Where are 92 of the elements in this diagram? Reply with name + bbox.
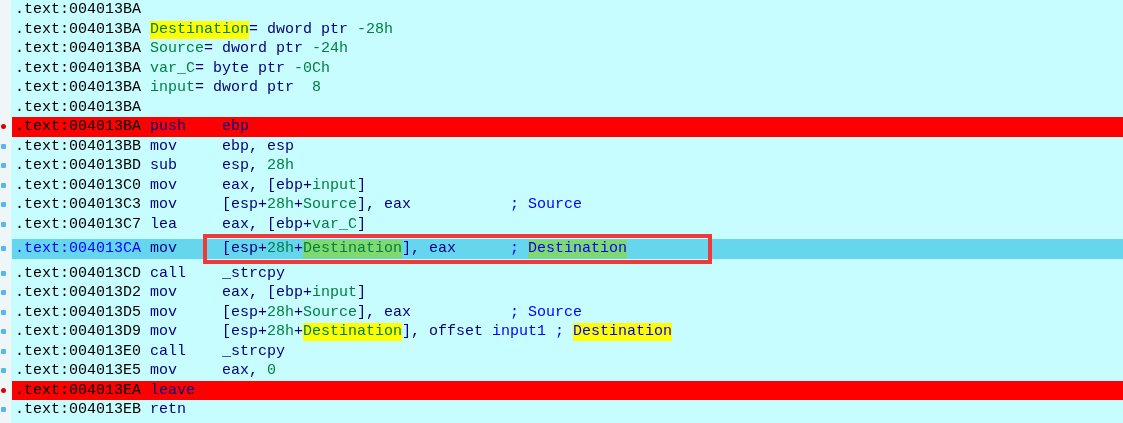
code-text: lea (150, 215, 177, 234)
line-address: .text:004013E0 (15, 342, 142, 361)
symbol-name: Source (303, 303, 357, 322)
highlighted-symbol: Destination (303, 323, 403, 341)
line-address: .text:004013C7 (15, 215, 142, 234)
code-text: ] (357, 176, 366, 195)
code-text: = byte ptr (195, 59, 285, 78)
line-address: .text:004013BA (15, 98, 142, 117)
code-text: ], eax (357, 303, 411, 322)
code-text: + (294, 196, 303, 214)
comment-text: ; Source (510, 303, 582, 322)
code-text: sub (150, 157, 177, 175)
line-address: .text:004013BB (15, 137, 142, 156)
code-text: + (294, 303, 303, 322)
symbol-name: 28h (267, 196, 294, 214)
line-address: .text:004013D2 (15, 284, 142, 302)
code-text: _strcpy (222, 342, 285, 361)
symbol-name: -28h (357, 20, 393, 39)
line-address: .text:004013BD (15, 157, 142, 175)
code-text: _strcpy (222, 264, 285, 283)
symbol-name: 28h (267, 323, 294, 341)
code-text: = dword ptr (195, 79, 295, 97)
comment-text: ; (510, 240, 519, 258)
line-address: .text:004013C0 (15, 176, 142, 195)
code-text: push (150, 118, 186, 136)
highlight-frame (203, 234, 712, 264)
code-text: + (294, 240, 303, 258)
code-text: = dword ptr (204, 40, 304, 58)
symbol-name: var_C (312, 215, 357, 234)
line-address: .text:004013CA (15, 240, 142, 258)
line-address: .text:004013BA (15, 40, 142, 58)
comment-text: ; Source (510, 196, 582, 214)
code-text: mov (150, 303, 177, 322)
code-text: + (294, 323, 303, 341)
symbol-name: input (312, 176, 357, 195)
symbol-name: 0 (267, 362, 276, 380)
code-text: = dword ptr (249, 20, 349, 39)
code-text: mov (150, 362, 177, 380)
code-text: mov (150, 323, 177, 341)
code-text: [esp+ (222, 196, 267, 214)
code-text: eax, [ebp+ (222, 284, 312, 302)
symbol-name: input (312, 284, 357, 302)
symbol-name: Source (150, 40, 204, 58)
line-address: .text:004013D5 (15, 303, 142, 322)
code-text: mov (150, 284, 177, 302)
highlighted-symbol: Destination (303, 240, 403, 258)
code-text: ] (357, 215, 366, 234)
code-text: mov (150, 176, 177, 195)
code-text: esp, (222, 157, 258, 175)
code-text: ] (357, 284, 366, 302)
line-address: .text:004013BA (15, 118, 142, 136)
line-address: .text:004013D9 (15, 323, 142, 341)
code-text: ], offset (402, 323, 483, 341)
line-address: .text:004013C3 (15, 196, 142, 214)
line-address: .text:004013CD (15, 264, 142, 283)
line-address: .text:004013BA (15, 1, 142, 19)
comment-text: ; (555, 323, 564, 341)
code-text: eax, [ebp+ (222, 176, 312, 195)
symbol-name: Source (303, 196, 357, 214)
code-text: [esp+ (222, 323, 267, 341)
line-address: .text:004013EB (15, 401, 142, 419)
line-address: .text:004013BA (15, 59, 142, 78)
symbol-name: 28h (267, 303, 294, 322)
code-text: [esp+ (222, 303, 267, 322)
line-address: .text:004013BA (15, 20, 142, 39)
symbol-name: -24h (312, 40, 348, 58)
code-text: ebp, esp (222, 137, 294, 156)
comment-text: input1 (492, 323, 546, 341)
code-text: retn (150, 401, 186, 419)
symbol-name: 8 (312, 79, 321, 97)
highlighted-comment: Destination (528, 240, 628, 258)
code-text: eax, (222, 362, 258, 380)
code-text: call (150, 264, 186, 283)
line-address: .text:004013BA (15, 79, 142, 97)
code-text: ], eax (402, 240, 456, 258)
code-text: mov (150, 196, 177, 214)
code-text: ], eax (357, 196, 411, 214)
code-text: mov (150, 137, 177, 156)
symbol-name: var_C (150, 59, 195, 78)
code-text: leave (150, 381, 195, 400)
symbol-name: 28h (267, 157, 294, 175)
code-text: call (150, 342, 186, 361)
symbol-name: -0Ch (294, 59, 330, 78)
symbol-name: input (150, 79, 195, 97)
code-text: eax, [ebp+ (222, 215, 312, 234)
line-address: .text:004013E5 (15, 362, 142, 380)
symbol-name: 28h (267, 240, 294, 258)
code-text: [esp+ (222, 240, 267, 258)
code-text: mov (150, 240, 177, 258)
code-text: ebp (222, 118, 249, 136)
line-address: .text:004013EA (15, 381, 142, 400)
highlighted-comment: Destination (573, 323, 673, 341)
